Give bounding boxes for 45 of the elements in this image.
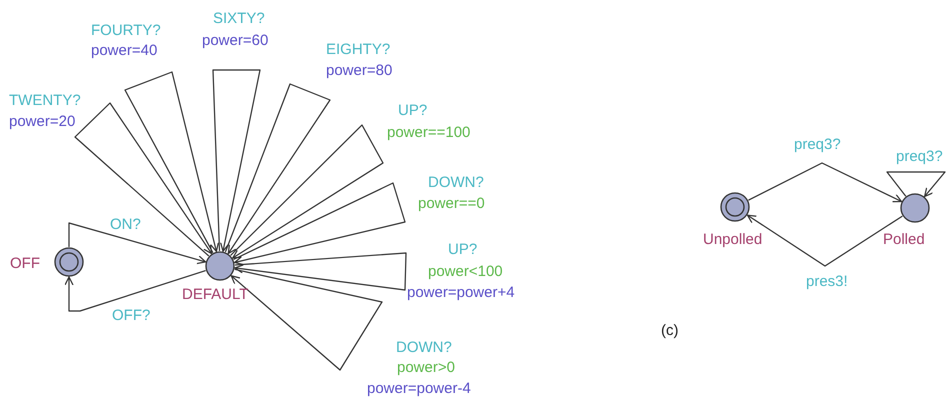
transition-annotation: power==100 — [387, 123, 470, 143]
transition-arrow — [68, 222, 206, 264]
transition-annotation: power==0 — [418, 194, 485, 214]
transition-arrow — [746, 214, 903, 267]
transition-annotation: power=power-4 — [367, 379, 471, 399]
panel-label: (c) — [661, 321, 678, 341]
transition-arrow — [230, 124, 384, 259]
edge-label: UP? — [448, 240, 478, 260]
transition-arrow — [212, 69, 261, 252]
transition-annotation: power>0 — [397, 358, 455, 378]
transition-arrow — [124, 71, 219, 254]
state-name: Unpolled — [703, 230, 762, 250]
transition-arrow — [224, 83, 331, 254]
edge-label: FOURTY? — [91, 21, 161, 41]
transition-arrow — [74, 102, 212, 256]
state-name: OFF — [10, 254, 40, 274]
transition-annotation: power<100 — [428, 262, 503, 282]
transition-arrow — [233, 182, 406, 266]
transition-annotation: power=power+4 — [407, 283, 515, 303]
transition-arrow — [64, 270, 206, 312]
transition-annotation: power=20 — [9, 112, 76, 132]
transition-arrow — [748, 162, 902, 202]
edge-label: ON? — [110, 215, 141, 235]
transition-arrow — [234, 252, 407, 291]
transition-arrow — [886, 171, 946, 198]
edge-label: EIGHTY? — [326, 40, 390, 60]
edge-label: preq3? — [794, 135, 841, 155]
edge-label: preq3? — [896, 147, 943, 167]
edge-label: TWENTY? — [9, 91, 81, 111]
edge-label: pres3! — [806, 272, 848, 292]
transition-annotation: power=60 — [202, 31, 268, 51]
state-circle — [205, 251, 235, 281]
state-name: Polled — [883, 230, 925, 250]
transition-annotation: power=80 — [326, 61, 392, 81]
state-circle — [720, 192, 750, 222]
state-name: DEFAULT — [182, 285, 248, 305]
edge-label: OFF? — [112, 306, 150, 326]
edge-label: DOWN? — [428, 173, 484, 193]
state-circle — [54, 247, 84, 277]
edge-label: UP? — [398, 101, 428, 121]
edge-label: SIXTY? — [213, 9, 265, 29]
state-circle — [900, 193, 930, 223]
transition-arrow — [230, 268, 383, 371]
transition-annotation: power=40 — [91, 41, 158, 61]
edge-label: DOWN? — [396, 338, 452, 358]
